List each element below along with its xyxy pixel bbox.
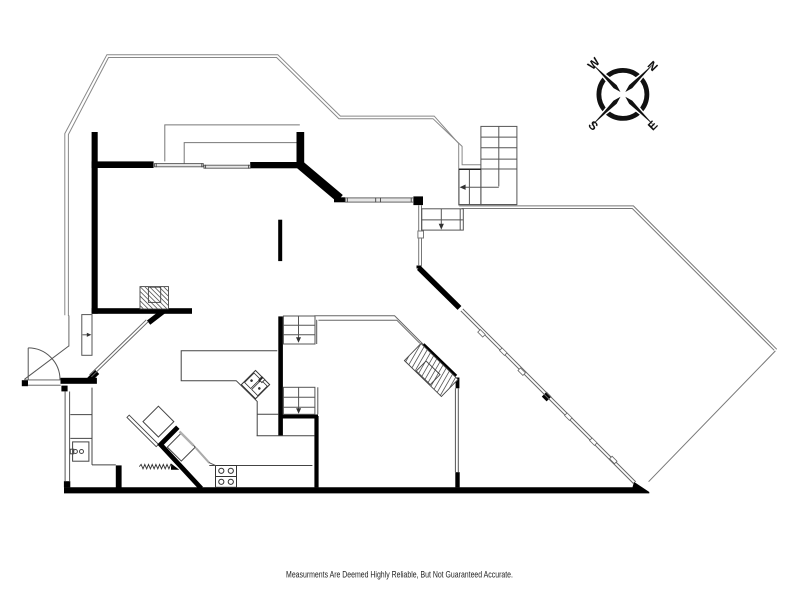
svg-text:Measurments Are Deemed Highly: Measurments Are Deemed Highly Reliable, … (286, 570, 513, 580)
